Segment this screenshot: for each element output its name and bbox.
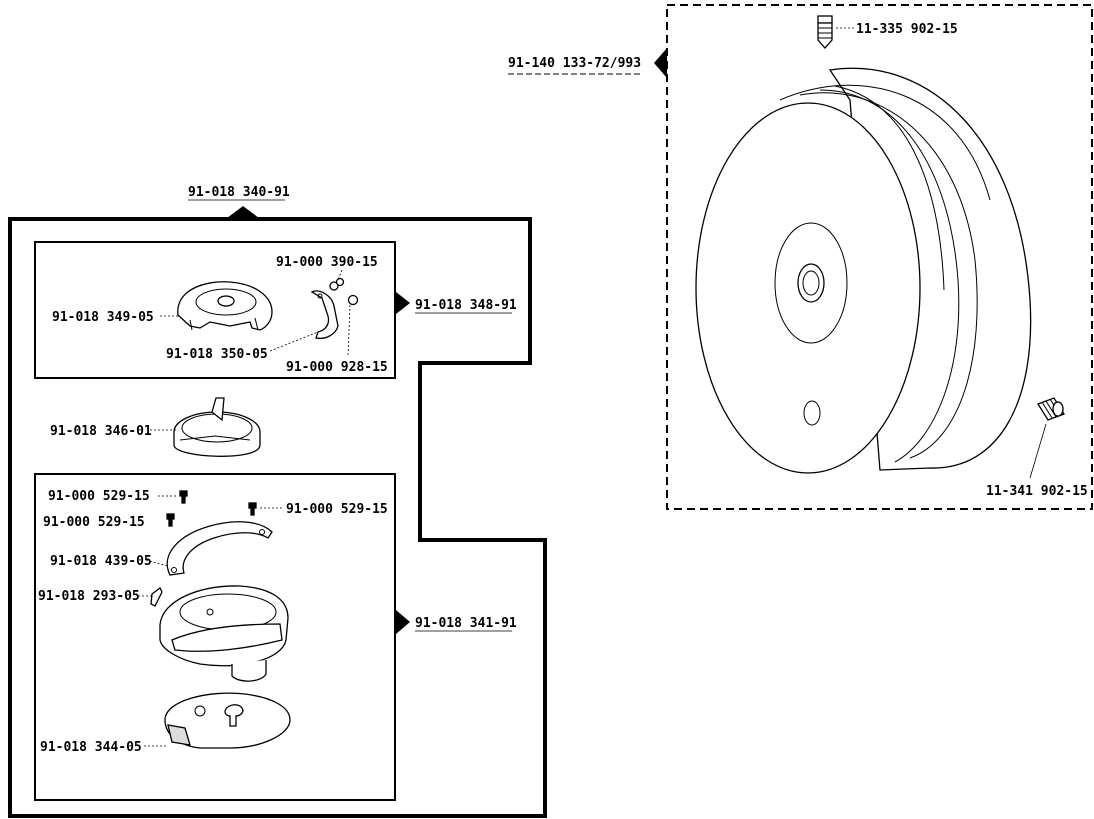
- spring-clip-label: 91-018 350-05: [166, 347, 268, 362]
- retainer-ring-drawing: [166, 521, 273, 576]
- screw-b-label: 91-000 529-15: [286, 502, 388, 517]
- bobbin-case-set-box: [34, 241, 396, 379]
- wheel-screw-top-drawing: [817, 15, 833, 49]
- wheel-screw-side-drawing: [1037, 397, 1065, 421]
- bobbin-cap-drawing: [177, 281, 273, 331]
- wheel-screw-side-label: 11-341 902-15: [986, 484, 1088, 499]
- retainer-ring-label: 91-018 439-05: [50, 554, 152, 569]
- pin-label: 91-018 293-05: [38, 589, 140, 604]
- screw-small-label: 91-000 928-15: [286, 360, 388, 375]
- wheel-screw-side-leader: [1029, 423, 1047, 479]
- pin-drawing: [150, 587, 163, 607]
- screw-top-right-label: 91-000 390-15: [276, 255, 378, 270]
- motor-wheel-frame: [666, 4, 1093, 510]
- screw-a-label: 91-000 529-15: [48, 489, 150, 504]
- screw-top-right-leader: [337, 269, 343, 281]
- hook-body-set-label: 91-018 341-91: [415, 616, 517, 631]
- bobbin-case-label: 91-018 346-01: [50, 424, 152, 439]
- wheel-drawing: [695, 67, 1032, 474]
- hook-assembly-marker: [227, 206, 259, 218]
- base-plate-drawing: [164, 692, 291, 749]
- bobbin-cap-label: 91-018 349-05: [52, 310, 154, 325]
- motor-wheel-marker: [654, 48, 667, 78]
- spring-clip-leader: [269, 331, 319, 352]
- screw-small-leader: [347, 304, 351, 357]
- screw-top-right-drawing: [329, 277, 359, 306]
- bobbin-case-drawing: [173, 397, 261, 457]
- base-plate-label: 91-018 344-05: [40, 740, 142, 755]
- motor-wheel-group: 91-140 133-72/993 11-335 902-15: [508, 4, 1093, 510]
- hook-assembly-group: 91-018 340-91 91-018 348-91 91-018 349-0…: [8, 185, 547, 818]
- hook-body-set-box: [34, 473, 396, 801]
- hook-assembly-frame: [8, 217, 547, 818]
- screws-lower-drawing: [166, 490, 257, 527]
- screw-c-label: 91-000 529-15: [43, 515, 145, 530]
- hook-body-set-marker: [396, 610, 410, 634]
- motor-wheel-label: 91-140 133-72/993: [508, 56, 641, 71]
- bobbin-case-set-marker: [396, 292, 410, 314]
- spring-clip-drawing: [310, 290, 339, 340]
- wheel-screw-top-label: 11-335 902-15: [856, 22, 958, 37]
- bobbin-case-set-label: 91-018 348-91: [415, 298, 517, 313]
- hook-body-drawing: [159, 585, 289, 682]
- hook-assembly-label: 91-018 340-91: [188, 185, 290, 200]
